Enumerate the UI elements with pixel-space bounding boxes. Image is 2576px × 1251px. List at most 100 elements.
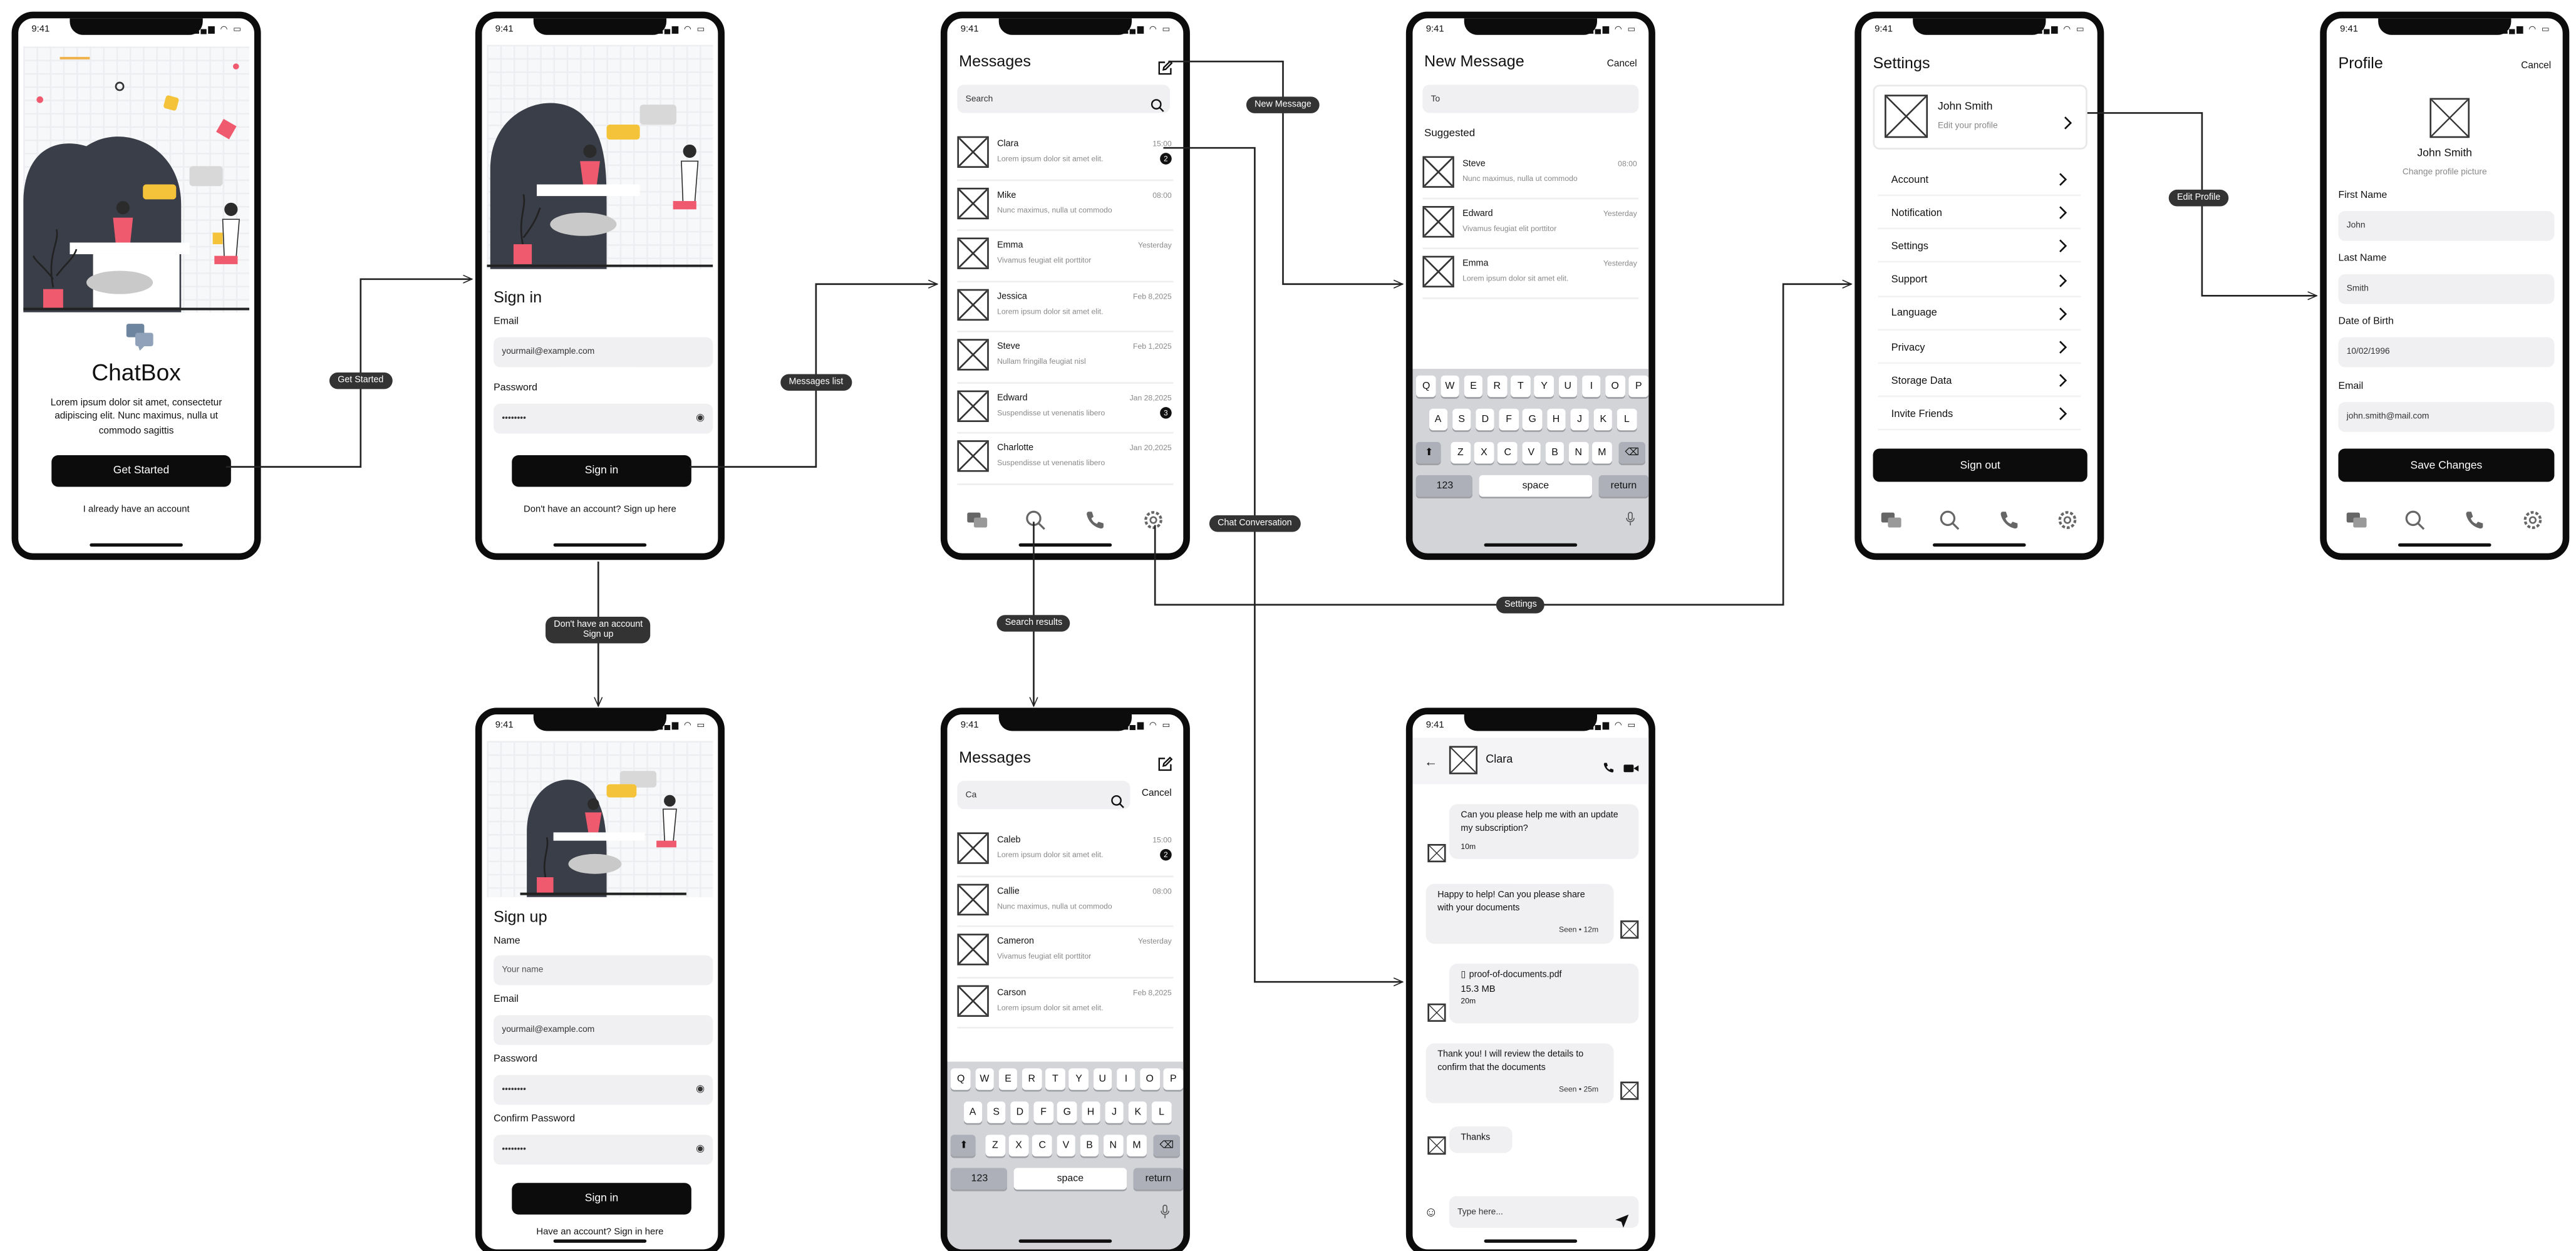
search-tab-icon[interactable]: [2404, 508, 2427, 532]
key-m[interactable]: M: [1127, 1135, 1147, 1156]
key-q[interactable]: Q: [951, 1068, 971, 1090]
email-field[interactable]: john.smith@mail.com: [2338, 402, 2555, 432]
dob-field[interactable]: 10/02/1996: [2338, 337, 2555, 368]
gear-tab-icon[interactable]: [2522, 508, 2545, 532]
message-input[interactable]: Type here...: [1449, 1196, 1639, 1228]
change-picture-link[interactable]: Change profile picture: [2402, 168, 2487, 178]
key-s[interactable]: S: [1452, 408, 1472, 431]
search-icon[interactable]: [1150, 91, 1165, 112]
settings-item[interactable]: Language: [1878, 299, 2081, 331]
new-message-cancel-button[interactable]: Cancel: [1606, 59, 1637, 70]
key-a[interactable]: A: [963, 1101, 983, 1123]
key-t[interactable]: T: [1045, 1068, 1065, 1090]
backspace-icon[interactable]: ⌫: [1153, 1135, 1180, 1156]
gear-tab-icon[interactable]: [1142, 508, 1166, 532]
name-field[interactable]: Your name: [494, 955, 713, 986]
search-cancel-button[interactable]: Cancel: [1141, 789, 1172, 800]
signin-link[interactable]: Have an account? Sign in here: [536, 1227, 664, 1238]
email-field[interactable]: yourmail@example.com: [494, 337, 713, 368]
key-c[interactable]: C: [1497, 441, 1518, 464]
search-input[interactable]: Ca: [957, 781, 1130, 810]
key-r[interactable]: R: [1022, 1068, 1042, 1090]
numbers-key[interactable]: 123: [1416, 475, 1474, 497]
key-i[interactable]: I: [1116, 1068, 1136, 1090]
already-have-account-link[interactable]: I already have an account: [83, 505, 190, 515]
signin-button[interactable]: Sign in: [512, 455, 691, 487]
gear-tab-icon[interactable]: [2056, 508, 2079, 532]
key-j[interactable]: J: [1104, 1101, 1124, 1123]
key-b[interactable]: B: [1080, 1135, 1100, 1156]
key-f[interactable]: F: [1499, 408, 1519, 431]
key-y[interactable]: Y: [1069, 1068, 1089, 1090]
key-c[interactable]: C: [1032, 1135, 1052, 1156]
profile-cancel-button[interactable]: Cancel: [2521, 61, 2552, 72]
phone-tab-icon[interactable]: [1997, 508, 2020, 532]
search-icon[interactable]: [1110, 788, 1125, 808]
key-o[interactable]: O: [1140, 1068, 1160, 1090]
key-v[interactable]: V: [1056, 1135, 1076, 1156]
key-a[interactable]: A: [1428, 408, 1448, 431]
key-x[interactable]: X: [1474, 441, 1494, 464]
first-name-field[interactable]: John: [2338, 210, 2555, 241]
key-d[interactable]: D: [1010, 1101, 1030, 1123]
key-t[interactable]: T: [1511, 375, 1531, 398]
key-i[interactable]: I: [1581, 375, 1601, 398]
compose-icon[interactable]: [1157, 55, 1174, 75]
eye-icon[interactable]: ◉: [696, 1145, 705, 1155]
key-k[interactable]: K: [1128, 1101, 1148, 1123]
eye-icon[interactable]: ◉: [696, 413, 705, 424]
save-changes-button[interactable]: Save Changes: [2338, 448, 2555, 482]
chat-tab-icon[interactable]: [965, 508, 988, 532]
search-tab-icon[interactable]: [1024, 508, 1047, 532]
key-e[interactable]: E: [998, 1068, 1018, 1090]
key-s[interactable]: S: [986, 1101, 1006, 1123]
search-input[interactable]: Search: [957, 85, 1171, 113]
key-z[interactable]: Z: [1451, 441, 1471, 464]
settings-item[interactable]: Notification: [1878, 198, 2081, 230]
edit-profile-link[interactable]: Edit your profile: [1937, 121, 1998, 131]
key-r[interactable]: R: [1487, 375, 1507, 398]
key-g[interactable]: G: [1057, 1101, 1077, 1123]
settings-item[interactable]: Settings: [1878, 232, 2081, 264]
signup-submit-button[interactable]: Sign in: [512, 1183, 691, 1215]
key-b[interactable]: B: [1545, 441, 1565, 464]
chat-tab-icon[interactable]: [2344, 508, 2367, 532]
backspace-icon[interactable]: ⌫: [1618, 441, 1645, 464]
key-p[interactable]: P: [1163, 1068, 1183, 1090]
search-tab-icon[interactable]: [1938, 508, 1962, 532]
eye-icon[interactable]: ◉: [696, 1084, 705, 1095]
key-d[interactable]: D: [1476, 408, 1495, 431]
key-g[interactable]: G: [1523, 408, 1543, 431]
key-z[interactable]: Z: [985, 1135, 1005, 1156]
key-o[interactable]: O: [1605, 375, 1625, 398]
key-n[interactable]: N: [1103, 1135, 1123, 1156]
to-input[interactable]: To: [1422, 85, 1639, 113]
microphone-icon[interactable]: [1160, 1204, 1170, 1223]
key-u[interactable]: U: [1558, 375, 1578, 398]
key-p[interactable]: P: [1628, 375, 1648, 398]
avatar[interactable]: [2429, 98, 2470, 138]
email-field[interactable]: yourmail@example.com: [494, 1015, 713, 1046]
phone-tab-icon[interactable]: [2463, 508, 2486, 532]
password-field[interactable]: ••••••••◉: [494, 403, 713, 434]
key-e[interactable]: E: [1464, 375, 1483, 398]
chat-tab-icon[interactable]: [1879, 508, 1902, 532]
avatar[interactable]: [1449, 746, 1477, 775]
settings-item[interactable]: Support: [1878, 265, 2081, 297]
key-q[interactable]: Q: [1416, 375, 1436, 398]
compose-icon[interactable]: [1157, 751, 1174, 771]
key-l[interactable]: L: [1152, 1101, 1171, 1123]
key-h[interactable]: H: [1081, 1101, 1100, 1123]
key-v[interactable]: V: [1521, 441, 1541, 464]
key-f[interactable]: F: [1033, 1101, 1053, 1123]
